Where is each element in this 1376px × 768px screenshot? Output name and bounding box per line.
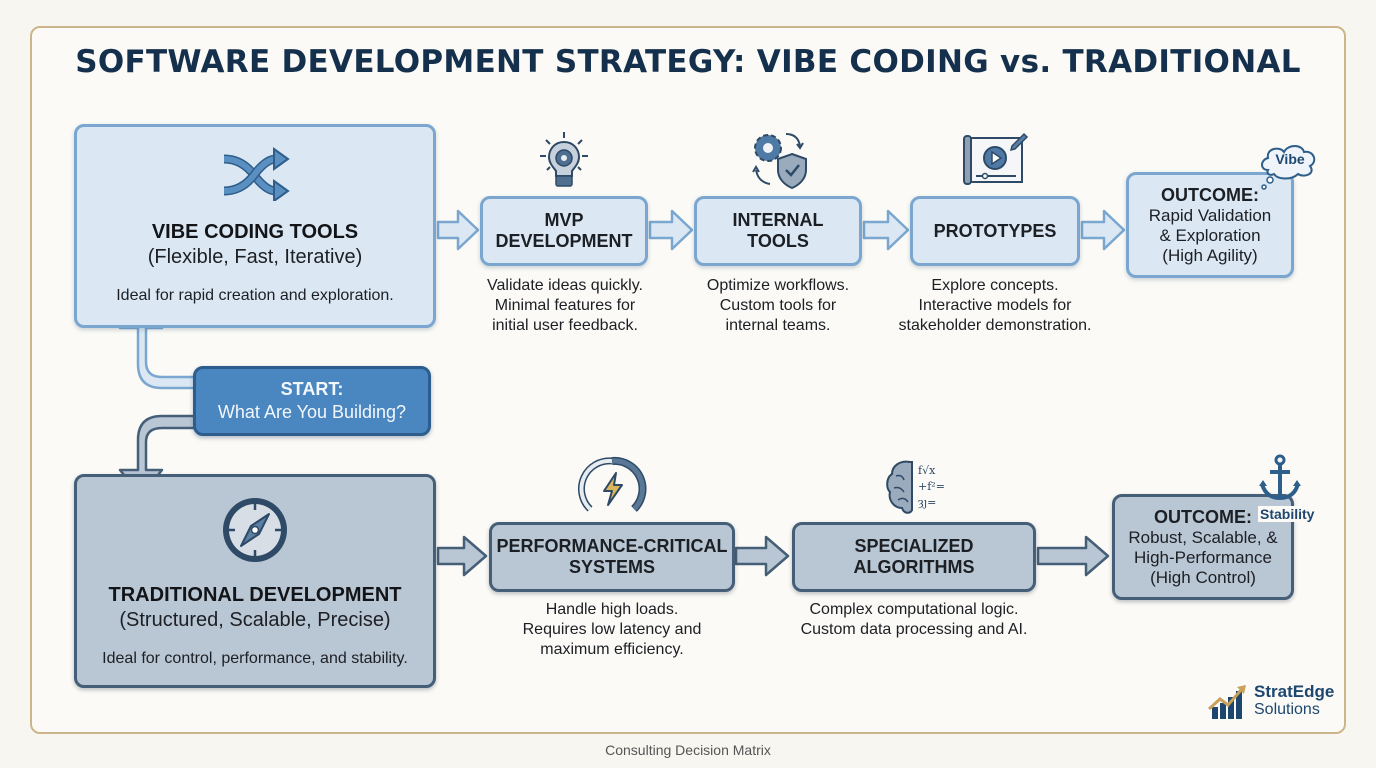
stability-badge: Stability [1258, 506, 1317, 522]
algo-title-line1: SPECIALIZED [854, 536, 974, 556]
lightbulb-gear-icon [540, 132, 588, 187]
traditional-title: TRADITIONAL DEVELOPMENT [108, 584, 402, 606]
footer-caption: Consulting Decision Matrix [605, 742, 771, 758]
prototype-video-icon [963, 132, 1029, 185]
svg-text:+f²=: +f²= [918, 480, 945, 493]
mvp-description: Validate ideas quickly.Minimal features … [487, 277, 643, 334]
mvp-title-line1: MVP [544, 210, 584, 230]
trad-outcome-line2: High-Performance [1134, 547, 1272, 567]
vibe-outcome-box[interactable]: OUTCOME: Rapid Validation & Exploration … [1126, 172, 1294, 278]
vibe-title: VIBE CODING TOOLS [151, 221, 359, 243]
speedometer-lightning-icon [577, 456, 647, 512]
svg-text:ȝȷ=: ȝȷ= [918, 496, 936, 509]
algo-title-line2: ALGORITHMS [853, 557, 975, 577]
logo-name: StratEdge [1254, 682, 1335, 701]
specialized-algorithms-step[interactable]: SPECIALIZED ALGORITHMS [792, 522, 1036, 592]
logo-sub: Solutions [1254, 701, 1320, 718]
thought-cloud-icon [1261, 145, 1316, 190]
svg-text:f√x: f√x [918, 464, 936, 477]
traditional-development-box[interactable]: TRADITIONAL DEVELOPMENT (Structured, Sca… [74, 474, 436, 688]
vibe-subtitle: (Flexible, Fast, Iterative) [147, 246, 363, 268]
vibe-outcome-line3: (High Agility) [1162, 245, 1258, 265]
anchor-icon [1259, 454, 1301, 501]
brain-formula-icon: f√x +f²= ȝȷ= [886, 460, 945, 514]
vibe-outcome-title: OUTCOME: [1161, 184, 1259, 205]
prototypes-step[interactable]: PROTOTYPES [910, 196, 1080, 266]
traditional-description: Ideal for control, performance, and stab… [102, 650, 408, 667]
growth-chart-icon [1208, 685, 1246, 719]
start-question: What Are You Building? [217, 402, 407, 422]
internal-tools-step[interactable]: INTERNAL TOOLS [694, 196, 862, 266]
prototypes-title: PROTOTYPES [933, 220, 1057, 241]
gear-shield-icon [752, 133, 807, 190]
page-title: SOFTWARE DEVELOPMENT STRATEGY: VIBE CODI… [75, 44, 1301, 80]
trad-outcome-title: OUTCOME: [1154, 506, 1252, 527]
stratedge-logo: StratEdge Solutions [1208, 683, 1334, 719]
internal-tools-title-line2: TOOLS [747, 231, 809, 251]
performance-critical-step[interactable]: PERFORMANCE-CRITICAL SYSTEMS [489, 522, 735, 592]
trad-outcome-line3: (High Control) [1150, 567, 1256, 587]
vibe-outcome-line1: Rapid Validation [1148, 205, 1272, 225]
start-label: START: [280, 379, 344, 399]
vibe-badge: Vibe [1275, 151, 1305, 167]
start-box[interactable]: START: What Are You Building? [193, 366, 431, 436]
compass-icon [223, 498, 287, 562]
vibe-coding-tools-box[interactable]: VIBE CODING TOOLS (Flexible, Fast, Itera… [74, 124, 436, 328]
perf-title-line2: SYSTEMS [568, 557, 656, 577]
vibe-outcome-line2: & Exploration [1159, 225, 1261, 245]
perf-description: Handle high loads.Requires low latency a… [522, 601, 702, 658]
vibe-description: Ideal for rapid creation and exploration… [116, 287, 394, 304]
internal-tools-title-line1: INTERNAL [732, 210, 824, 230]
algo-description: Complex computational logic.Custom data … [800, 601, 1028, 638]
mvp-title-line2: DEVELOPMENT [495, 231, 633, 251]
perf-title-line1: PERFORMANCE-CRITICAL [496, 536, 728, 556]
traditional-subtitle: (Structured, Scalable, Precise) [119, 609, 391, 631]
shuffle-arrows-icon [223, 147, 290, 201]
trad-outcome-line1: Robust, Scalable, & [1128, 527, 1278, 547]
mvp-development-step[interactable]: MVP DEVELOPMENT [480, 196, 648, 266]
